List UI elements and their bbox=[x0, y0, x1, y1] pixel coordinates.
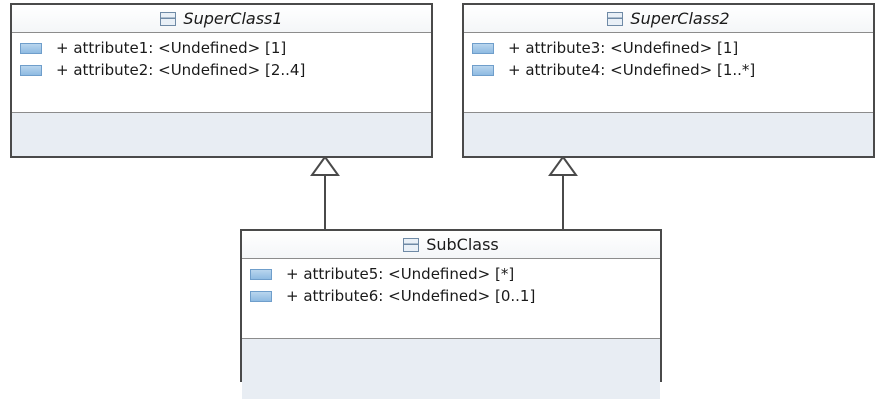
attribute-compartment: + attribute5: <Undefined> [*] + attribut… bbox=[242, 259, 660, 339]
class-icon bbox=[160, 11, 177, 26]
class-header: SuperClass2 bbox=[464, 5, 873, 33]
attribute-row[interactable]: + attribute3: <Undefined> [1] bbox=[472, 37, 865, 59]
attribute-icon bbox=[472, 64, 494, 76]
attribute-label: + attribute3: <Undefined> [1] bbox=[508, 38, 739, 57]
attribute-label: + attribute4: <Undefined> [1..*] bbox=[508, 60, 756, 79]
attribute-row[interactable]: + attribute2: <Undefined> [2..4] bbox=[20, 59, 423, 81]
class-header: SuperClass1 bbox=[12, 5, 431, 33]
class-name: SuperClass2 bbox=[630, 8, 730, 28]
inheritance-triangle-icon bbox=[548, 155, 578, 176]
attribute-label: + attribute2: <Undefined> [2..4] bbox=[56, 60, 306, 79]
class-name: SuperClass1 bbox=[183, 8, 283, 28]
attribute-label: + attribute6: <Undefined> [0..1] bbox=[286, 286, 536, 305]
attribute-label: + attribute1: <Undefined> [1] bbox=[56, 38, 287, 57]
class-superclass2[interactable]: SuperClass2 + attribute3: <Undefined> [1… bbox=[462, 3, 875, 158]
attribute-row[interactable]: + attribute4: <Undefined> [1..*] bbox=[472, 59, 865, 81]
generalization-subclass-to-superclass2[interactable] bbox=[548, 155, 578, 230]
generalization-subclass-to-superclass1[interactable] bbox=[310, 155, 340, 230]
class-icon bbox=[403, 237, 420, 252]
attribute-icon bbox=[250, 268, 272, 280]
attribute-row[interactable]: + attribute6: <Undefined> [0..1] bbox=[250, 285, 652, 307]
class-icon bbox=[607, 11, 624, 26]
attribute-row[interactable]: + attribute5: <Undefined> [*] bbox=[250, 263, 652, 285]
operation-compartment bbox=[464, 113, 873, 156]
attribute-compartment: + attribute3: <Undefined> [1] + attribut… bbox=[464, 33, 873, 113]
attribute-icon bbox=[20, 42, 42, 54]
inheritance-triangle-icon bbox=[310, 155, 340, 176]
attribute-icon bbox=[20, 64, 42, 76]
attribute-icon bbox=[250, 290, 272, 302]
operation-compartment bbox=[12, 113, 431, 156]
class-subclass[interactable]: SubClass + attribute5: <Undefined> [*] +… bbox=[240, 229, 662, 399]
attribute-row[interactable]: + attribute1: <Undefined> [1] bbox=[20, 37, 423, 59]
attribute-label: + attribute5: <Undefined> [*] bbox=[286, 264, 515, 283]
operation-compartment bbox=[242, 339, 660, 399]
class-header: SubClass bbox=[242, 231, 660, 259]
class-name: SubClass bbox=[426, 234, 499, 254]
attribute-compartment: + attribute1: <Undefined> [1] + attribut… bbox=[12, 33, 431, 113]
class-superclass1[interactable]: SuperClass1 + attribute1: <Undefined> [1… bbox=[10, 3, 433, 158]
attribute-icon bbox=[472, 42, 494, 54]
